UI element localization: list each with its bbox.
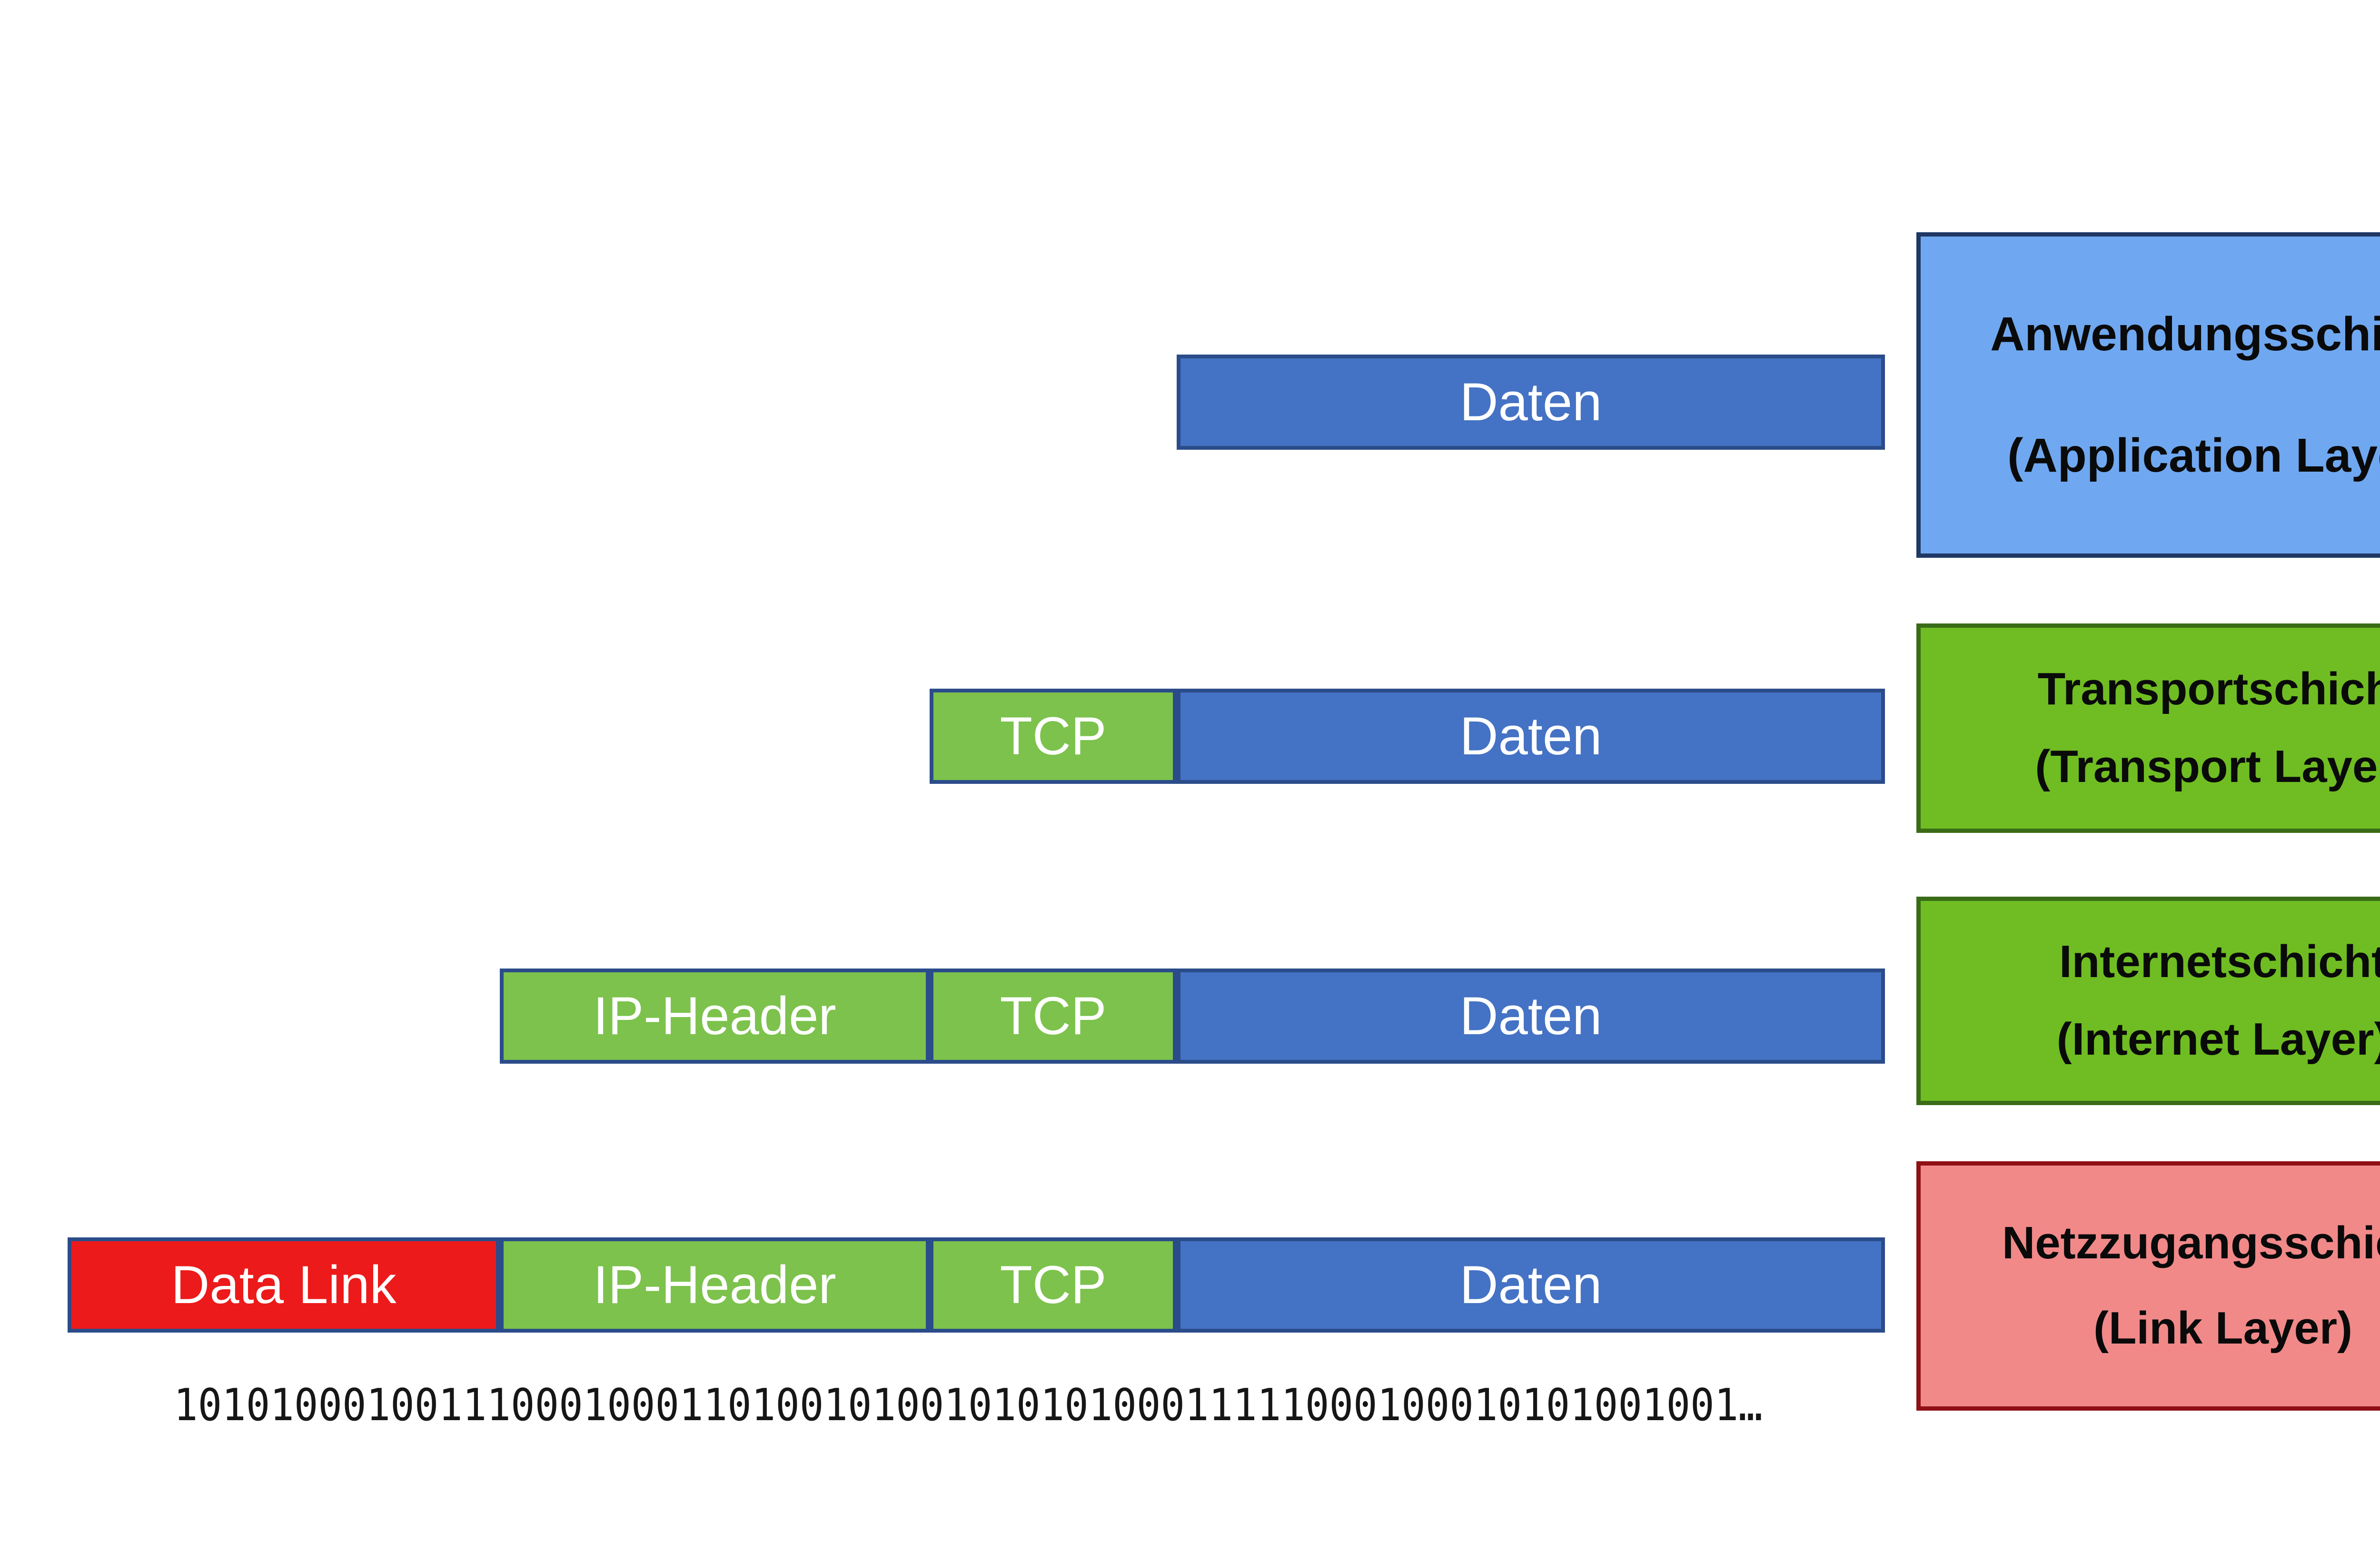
binary-stream-text: 1010100010011100010001101001010010101010… (174, 1379, 1763, 1431)
layer-name-en: (Transport Layer) (2035, 741, 2380, 792)
bar-link-ipheader: IP-Header (500, 1237, 930, 1333)
bar-link-datalink: Data Link (68, 1237, 500, 1333)
layer-label-internet: Internetschicht (Internet Layer) (1916, 897, 2380, 1105)
layer-name-de: Anwendungsschicht (1990, 307, 2380, 361)
bar-internet-ipheader: IP-Header (500, 969, 930, 1064)
layer-label-transport: Transportschicht (Transport Layer) (1916, 623, 2380, 833)
layer-name-en: (Internet Layer) (2056, 1014, 2380, 1065)
layer-name-de: Netzzugangsschicht (2002, 1217, 2380, 1269)
bar-internet-tcp: TCP (930, 969, 1177, 1064)
bar-internet-daten: Daten (1177, 969, 1885, 1064)
bar-transport-tcp: TCP (930, 689, 1177, 784)
bar-link-tcp: TCP (930, 1237, 1177, 1333)
layer-name-en: (Link Layer) (2093, 1303, 2353, 1354)
layer-name-de: Transportschicht (2037, 663, 2380, 715)
layer-label-application: Anwendungsschicht (Application Layer) (1916, 232, 2380, 558)
layer-label-link: Netzzugangsschicht (Link Layer) (1916, 1161, 2380, 1411)
bar-app-daten: Daten (1177, 355, 1885, 450)
layer-name-de: Internetschicht (2059, 936, 2380, 988)
bar-transport-daten: Daten (1177, 689, 1885, 784)
bar-link-daten: Daten (1177, 1237, 1885, 1333)
layer-name-en: (Application Layer) (2007, 429, 2380, 482)
